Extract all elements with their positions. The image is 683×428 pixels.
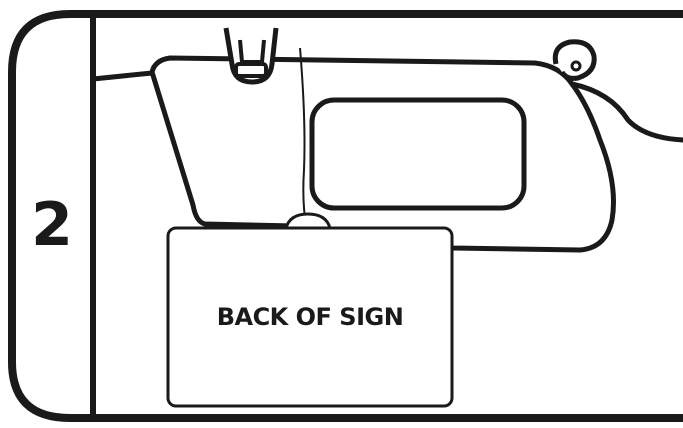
headliner-line <box>93 73 152 79</box>
sign-label: BACK OF SIGN <box>217 303 404 331</box>
step-number: 2 <box>31 190 73 260</box>
visor-clip-illustration <box>226 28 276 82</box>
visor-hook-illustration <box>555 42 594 79</box>
vanity-mirror-illustration <box>312 100 524 208</box>
